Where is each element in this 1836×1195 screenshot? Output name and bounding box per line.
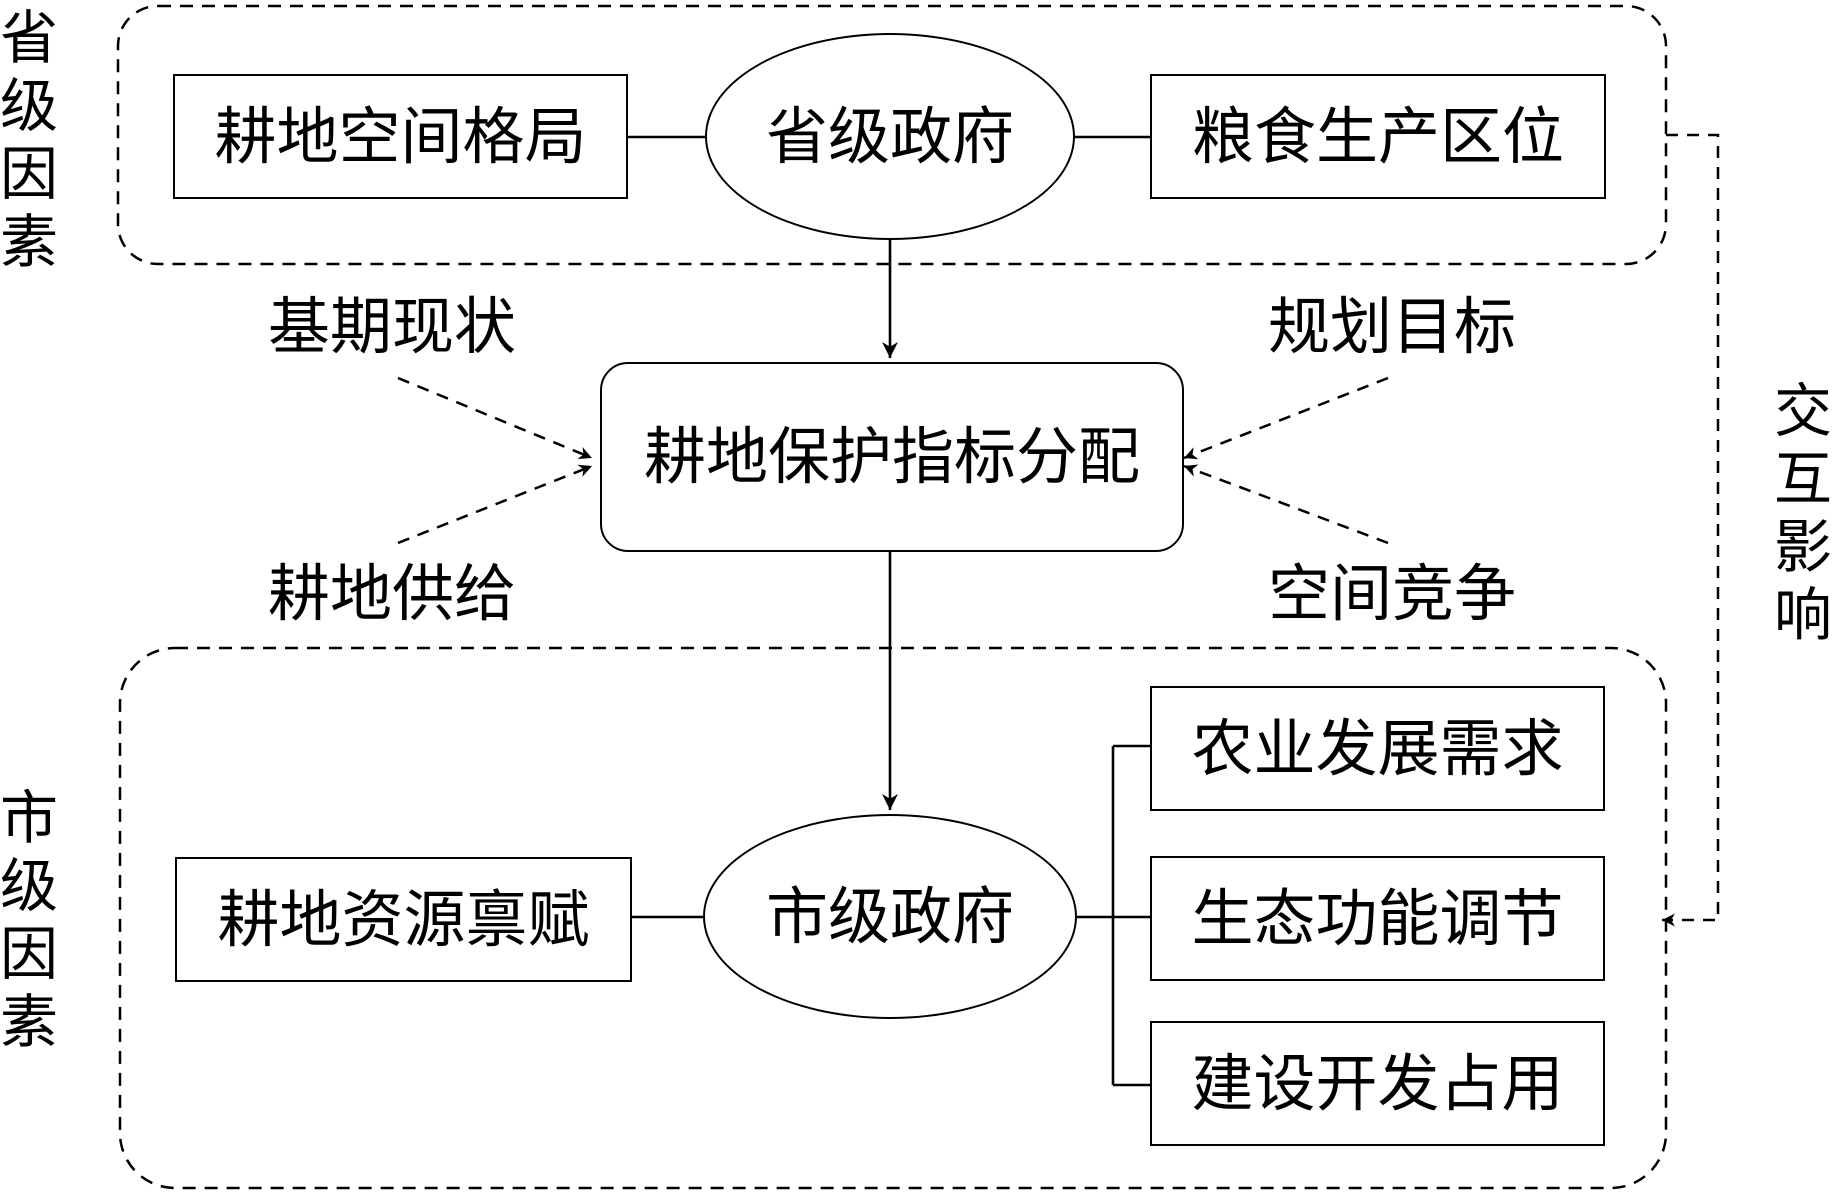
allocation-center-box: 耕地保护指标分配 xyxy=(600,362,1184,552)
input-arrow-top-left xyxy=(397,376,593,460)
input-arrow-top-right xyxy=(1183,376,1389,460)
input-label-top-right: 规划目标 xyxy=(1268,290,1517,363)
farmland-spatial-pattern-box: 耕地空间格局 xyxy=(173,74,628,199)
input-arrow-bottom-right xyxy=(1183,464,1389,545)
agri-demand-box: 农业发展需求 xyxy=(1150,686,1605,811)
interaction-connector xyxy=(1662,133,1720,927)
city-region xyxy=(118,646,1668,1190)
city-factors-label: 市级因素 xyxy=(0,784,58,1056)
construction-occupation-text: 建设开发占用 xyxy=(1191,1046,1564,1120)
municipal-government-text: 市级政府 xyxy=(765,879,1014,953)
eco-regulation-text: 生态功能调节 xyxy=(1191,881,1564,955)
input-label-bottom-left: 耕地供给 xyxy=(268,557,517,630)
grain-production-location-box: 粮食生产区位 xyxy=(1150,74,1606,199)
province-factors-label: 省级因素 xyxy=(0,4,58,276)
farmland-resource-endowment-text: 耕地资源禀赋 xyxy=(217,882,590,956)
agri-demand-text: 农业发展需求 xyxy=(1191,711,1564,785)
municipal-government-node: 市级政府 xyxy=(703,814,1077,1019)
input-label-top-left: 基期现状 xyxy=(268,290,517,363)
farmland-resource-endowment-box: 耕地资源禀赋 xyxy=(175,857,632,982)
construction-occupation-box: 建设开发占用 xyxy=(1150,1021,1605,1146)
interaction-label: 交互影响 xyxy=(1773,377,1832,649)
allocation-center-text: 耕地保护指标分配 xyxy=(643,420,1140,493)
province-region xyxy=(116,4,1668,266)
farmland-spatial-pattern-text: 耕地空间格局 xyxy=(214,99,587,173)
provincial-government-node: 省级政府 xyxy=(705,33,1075,240)
input-arrow-bottom-left xyxy=(397,464,593,545)
grain-production-location-text: 粮食生产区位 xyxy=(1191,99,1564,173)
provincial-government-text: 省级政府 xyxy=(765,99,1014,173)
input-label-bottom-right: 空间竞争 xyxy=(1268,557,1517,630)
eco-regulation-box: 生态功能调节 xyxy=(1150,856,1605,981)
